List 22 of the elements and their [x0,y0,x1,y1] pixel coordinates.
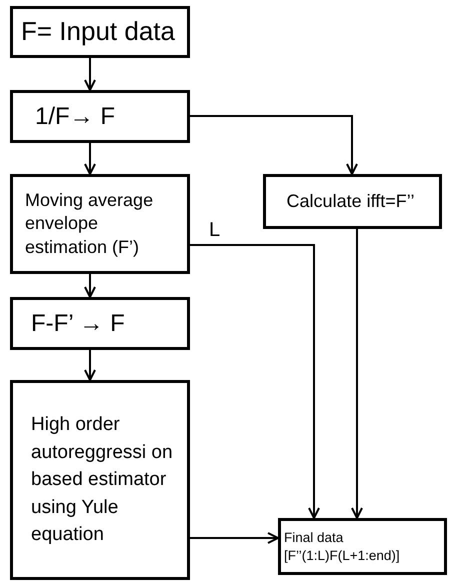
box-text: F= Input data [21,15,175,48]
arrow [84,143,96,175]
box-text: F-F’ → F [31,308,125,339]
arrow [84,350,96,381]
box-text: Calculate ifft=F’’ [286,190,414,213]
process-box [10,174,190,274]
box-text: High order autoreggressi on based estimator using Yule equation [31,413,174,548]
arrow [84,274,96,298]
arrow [190,115,358,175]
process-box [10,6,190,58]
process-box [263,174,442,229]
process-box [278,518,447,575]
box-text: 1/F→ F [35,102,116,132]
arrow [351,229,363,519]
arrow [190,244,320,519]
arrow [84,58,96,91]
box-text: Moving average envelope estimation (F’) [25,188,154,259]
process-box [10,90,190,143]
process-box [10,380,190,580]
box-text: Final data [F’’(1:L)F(L+1:end)] [284,528,401,564]
arrow [190,532,279,544]
process-box [10,297,190,350]
